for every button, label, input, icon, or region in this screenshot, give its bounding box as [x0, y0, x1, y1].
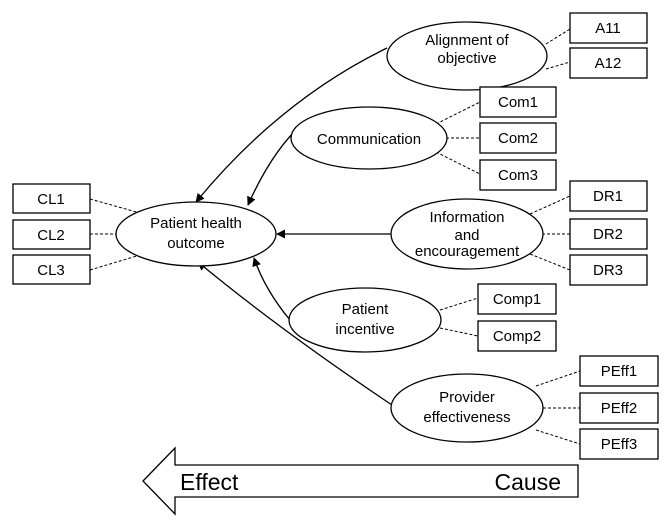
- indicator-a11: A11: [595, 20, 621, 37]
- indicator-comp1: Comp1: [493, 291, 541, 308]
- cause-label: Cause: [495, 469, 561, 495]
- indicator-com1: Com1: [498, 94, 538, 111]
- outcome-label-line1: Patient health: [150, 215, 242, 232]
- arrow-provider-to-outcome: [197, 261, 393, 406]
- arrow-alignment-to-outcome: [195, 47, 388, 203]
- indicator-cl1: CL1: [37, 191, 65, 208]
- indicator-com3: Com3: [498, 167, 538, 184]
- indicator-comp2: Comp2: [493, 328, 541, 345]
- causal-arrows: [195, 47, 393, 406]
- indicator-labels: CL1 CL2 CL3 A11 A12 Com1 Com2 Com3 DR1 D…: [37, 20, 637, 453]
- incentive-label-line1: Patient: [342, 301, 390, 318]
- indicator-a12: A12: [595, 55, 622, 72]
- effect-cause-arrow: Effect Cause: [142, 446, 579, 516]
- indicator-peff3: PEff3: [601, 436, 637, 453]
- information-label-line3: encouragement: [415, 243, 520, 260]
- outcome-label-line2: outcome: [167, 235, 225, 252]
- indicator-com2: Com2: [498, 130, 538, 147]
- indicator-peff2: PEff2: [601, 400, 637, 417]
- indicator-links: [89, 28, 581, 445]
- indicator-dr1: DR1: [593, 188, 623, 205]
- construct-patient-incentive: Patient incentive: [288, 287, 442, 353]
- construct-communication: Communication: [290, 106, 448, 170]
- effect-label: Effect: [180, 469, 239, 495]
- indicator-peff1: PEff1: [601, 363, 637, 380]
- construct-information-and-encouragement: Information and encouragement: [390, 198, 544, 270]
- provider-label-line2: effectiveness: [423, 409, 510, 426]
- communication-label: Communication: [317, 131, 421, 148]
- incentive-label-line2: incentive: [335, 321, 394, 338]
- indicator-dr3: DR3: [593, 262, 623, 279]
- information-label-line1: Information: [429, 209, 504, 226]
- construct-alignment-of-objective: Alignment of objective: [386, 21, 548, 91]
- arrow-communication-to-outcome: [247, 132, 294, 206]
- construct-provider-effectiveness: Provider effectiveness: [390, 373, 544, 443]
- arrow-incentive-to-outcome: [252, 257, 291, 321]
- indicator-cl3: CL3: [37, 262, 65, 279]
- construct-patient-health-outcome: Patient health outcome: [115, 201, 277, 267]
- indicator-cl2: CL2: [37, 227, 65, 244]
- information-label-line2: and: [454, 227, 479, 244]
- alignment-label-line2: objective: [437, 50, 496, 67]
- alignment-label-line1: Alignment of: [425, 32, 509, 49]
- provider-label-line1: Provider: [439, 389, 495, 406]
- indicator-dr2: DR2: [593, 226, 623, 243]
- indicator-boxes: [12, 12, 659, 460]
